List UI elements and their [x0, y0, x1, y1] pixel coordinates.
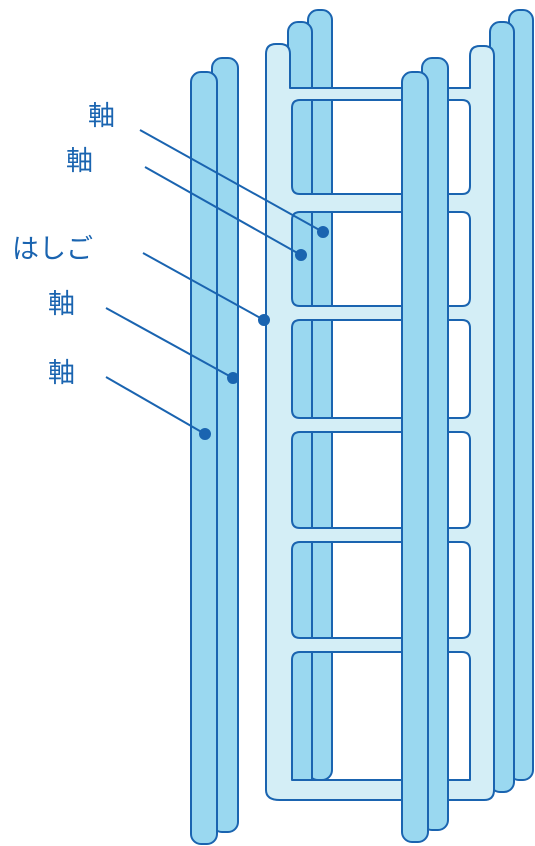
- leader-dot-2: [295, 249, 307, 261]
- leader-dot-5: [199, 428, 211, 440]
- leader-line-3: [142, 252, 265, 321]
- label-shaft-2: 軸: [66, 146, 93, 177]
- label-shaft-4: 軸: [48, 358, 75, 389]
- leader-line-2: [144, 166, 302, 256]
- leader-dot-3: [258, 314, 270, 326]
- leader-dot-4: [227, 372, 239, 384]
- label-shaft-3: 軸: [48, 289, 75, 320]
- leader-line-4: [105, 307, 234, 379]
- rod-front-left-1: [190, 71, 218, 845]
- leader-line-5: [105, 376, 206, 435]
- label-ladder: はしご: [12, 234, 93, 265]
- leader-dot-1: [317, 226, 329, 238]
- leader-line-1: [139, 129, 324, 233]
- label-shaft-1: 軸: [88, 101, 115, 132]
- rod-front-right-1: [401, 71, 429, 843]
- ladder: [265, 43, 495, 801]
